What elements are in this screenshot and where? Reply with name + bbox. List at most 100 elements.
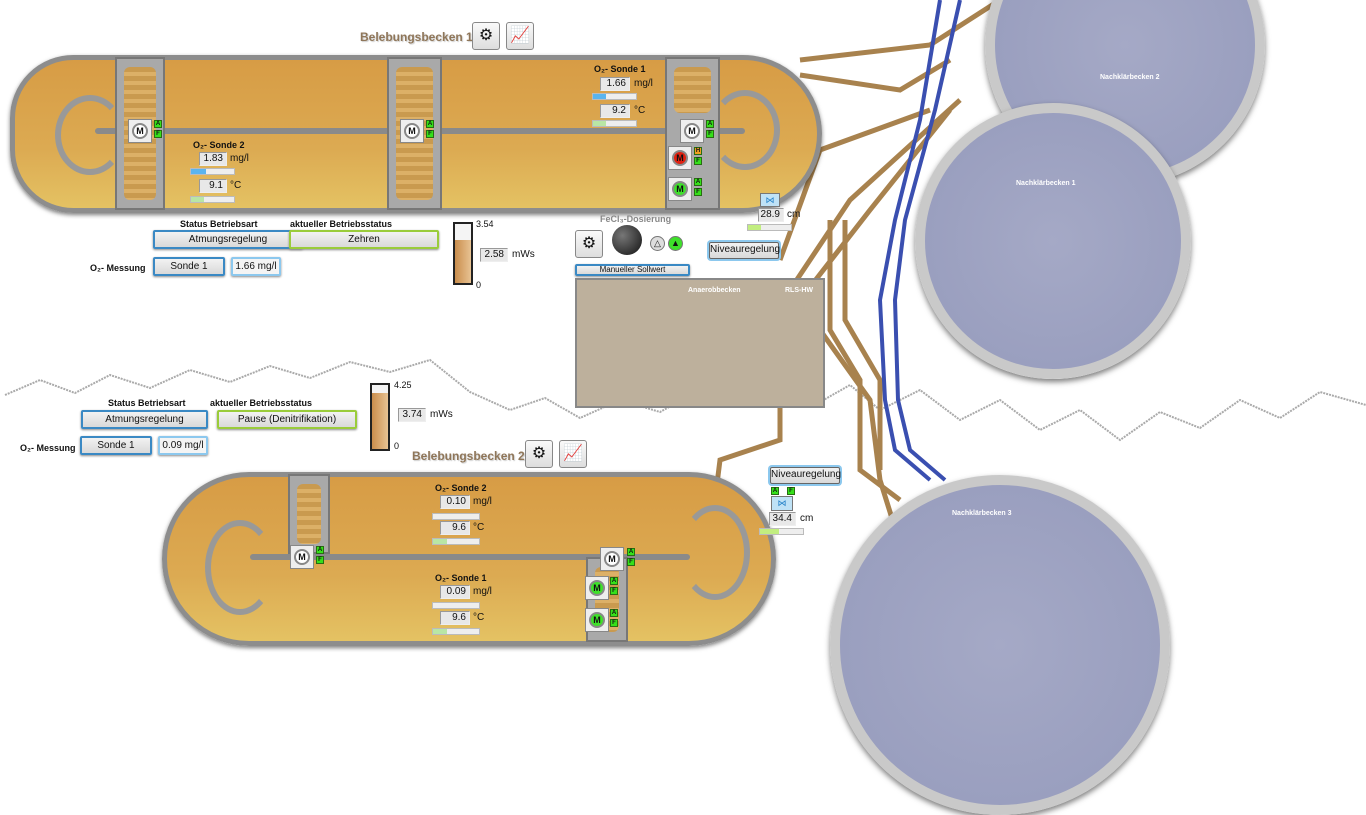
bb2-sonde1-temp-bar (432, 628, 480, 635)
unit: mg/l (473, 496, 492, 507)
bb1-gauge-value: 2.58 (480, 248, 508, 262)
bb1-sonde1-label: O₂- Sonde 1 (594, 64, 646, 74)
niveau1-value: 28.9 (758, 208, 784, 222)
unit: cm (787, 209, 801, 220)
gauge-min: 0 (394, 441, 400, 451)
bb1-title: Belebungsbecken 1 (360, 30, 473, 44)
manueller-sollwert-button[interactable]: Manueller Sollwert (575, 264, 690, 276)
auto-indicator: A (316, 546, 324, 554)
bb1-sonde1-temp: 9.2 (600, 104, 630, 118)
fault-indicator: F (694, 157, 702, 165)
bb2-sonde2-o2: 0.10 (440, 495, 470, 509)
section-divider (4, 358, 1366, 442)
nk1-label: Nachklärbecken 1 (1016, 180, 1076, 187)
unit: °C (473, 522, 485, 533)
bb1-sonde1-temp-bar (592, 120, 637, 127)
niveau2-bar (759, 528, 804, 535)
motor-icon[interactable]: M (600, 547, 624, 571)
unit: mg/l (634, 78, 653, 89)
bb2-betriebsart-button[interactable]: Atmungsregelung (81, 410, 208, 429)
anaerobbecken[interactable] (575, 278, 825, 408)
bb2-sonde1-o2-bar (432, 602, 480, 609)
auto-indicator: A (610, 577, 618, 585)
fault-indicator: F (610, 619, 618, 627)
fecl-label: FeCl₃-Dosierung (600, 214, 672, 224)
bb1-sonde2-o2: 1.83 (199, 152, 227, 166)
pump-off-icon[interactable]: △ (650, 236, 665, 251)
bb2-messung-value: 0.09 mg/l (158, 436, 208, 455)
bb2-settings-gear-icon[interactable]: ⚙ (525, 440, 553, 468)
bb2-sonde2-temp-bar (432, 538, 480, 545)
pump-running-icon[interactable]: ▲ (668, 236, 683, 251)
niveau2-value: 34.4 (769, 512, 796, 526)
motor-running-icon[interactable]: M (585, 576, 609, 600)
gauge-max: 3.54 (476, 219, 494, 229)
auto-indicator: A (426, 120, 434, 128)
hand-indicator: H (694, 147, 702, 155)
bb2-level-gauge (370, 383, 390, 451)
fault-indicator: F (706, 130, 714, 138)
baffle (55, 95, 125, 175)
auto-indicator: A (627, 548, 635, 556)
bb1-level-gauge (453, 222, 473, 285)
bb1-betriebsstatus-value: Zehren (289, 230, 439, 249)
bb1-sonde2-label: O₂- Sonde 2 (193, 140, 245, 150)
auto-indicator: A (154, 120, 162, 128)
unit: mg/l (230, 153, 249, 164)
fecl-settings-gear-icon[interactable]: ⚙ (575, 230, 603, 258)
bb2-title: Belebungsbecken 2 (412, 449, 525, 463)
bb1-status-label: Status Betriebsart (180, 219, 258, 229)
bb1-trend-chart-icon[interactable]: 📈 (506, 22, 534, 50)
fault-indicator: F (694, 188, 702, 196)
baffle (680, 505, 750, 600)
fault-indicator: F (627, 558, 635, 566)
auto-indicator: A (694, 178, 702, 186)
niveauregelung-1-button[interactable]: Niveauregelung (709, 242, 780, 259)
valve-icon[interactable]: ⋈ (771, 496, 793, 511)
baffle (710, 90, 780, 170)
bb1-betriebsart-button[interactable]: Atmungsregelung (153, 230, 303, 249)
bb1-sonde2-o2-bar (190, 168, 235, 175)
motor-running-icon[interactable]: M (668, 177, 692, 201)
fault-indicator: F (316, 556, 324, 564)
dosing-knob[interactable] (612, 225, 642, 255)
aeration-zone (288, 474, 330, 554)
nachklaerbecken-3[interactable] (830, 475, 1170, 815)
fault-indicator: F (610, 587, 618, 595)
fault-indicator: F (787, 487, 795, 495)
motor-icon[interactable]: M (290, 545, 314, 569)
bb2-betriebsstatus-value: Pause (Denitrifikation) (217, 410, 357, 429)
motor-running-icon[interactable]: M (585, 608, 609, 632)
fault-indicator: F (426, 130, 434, 138)
unit: mWs (430, 409, 453, 420)
bb2-sonde-select-button[interactable]: Sonde 1 (80, 436, 152, 455)
nk2-label: Nachklärbecken 2 (1100, 74, 1160, 81)
bb2-gauge-value: 3.74 (398, 408, 426, 422)
motor-icon[interactable]: M (680, 119, 704, 143)
baffle (205, 520, 275, 615)
bb2-sonde2-label: O₂- Sonde 2 (435, 483, 487, 493)
auto-indicator: A (610, 609, 618, 617)
bb1-sonde-select-button[interactable]: Sonde 1 (153, 257, 225, 276)
niveauregelung-2-button[interactable]: Niveauregelung (770, 467, 841, 484)
motor-icon[interactable]: M (400, 119, 424, 143)
bb2-trend-chart-icon[interactable]: 📈 (559, 440, 587, 468)
valve-icon[interactable]: ⋈ (760, 193, 780, 207)
fault-indicator: F (154, 130, 162, 138)
nachklaerbecken-1[interactable] (915, 103, 1191, 379)
bb2-sonde1-label: O₂- Sonde 1 (435, 573, 487, 583)
niveau1-bar (747, 224, 792, 231)
bb1-sonde2-temp-bar (190, 196, 235, 203)
bb1-messung-value: 1.66 mg/l (231, 257, 281, 276)
motor-alarm-icon[interactable]: M (668, 146, 692, 170)
bb2-messung-label: O₂- Messung (20, 443, 76, 453)
unit: °C (473, 612, 485, 623)
motor-icon[interactable]: M (128, 119, 152, 143)
shaft (250, 554, 690, 560)
bb1-sonde2-temp: 9.1 (199, 179, 227, 193)
bb2-sonde2-o2-bar (432, 513, 480, 520)
unit: cm (800, 513, 814, 524)
bb1-settings-gear-icon[interactable]: ⚙ (472, 22, 500, 50)
bb2-betriebsstatus-label: aktueller Betriebsstatus (210, 398, 313, 408)
unit: °C (230, 180, 242, 191)
